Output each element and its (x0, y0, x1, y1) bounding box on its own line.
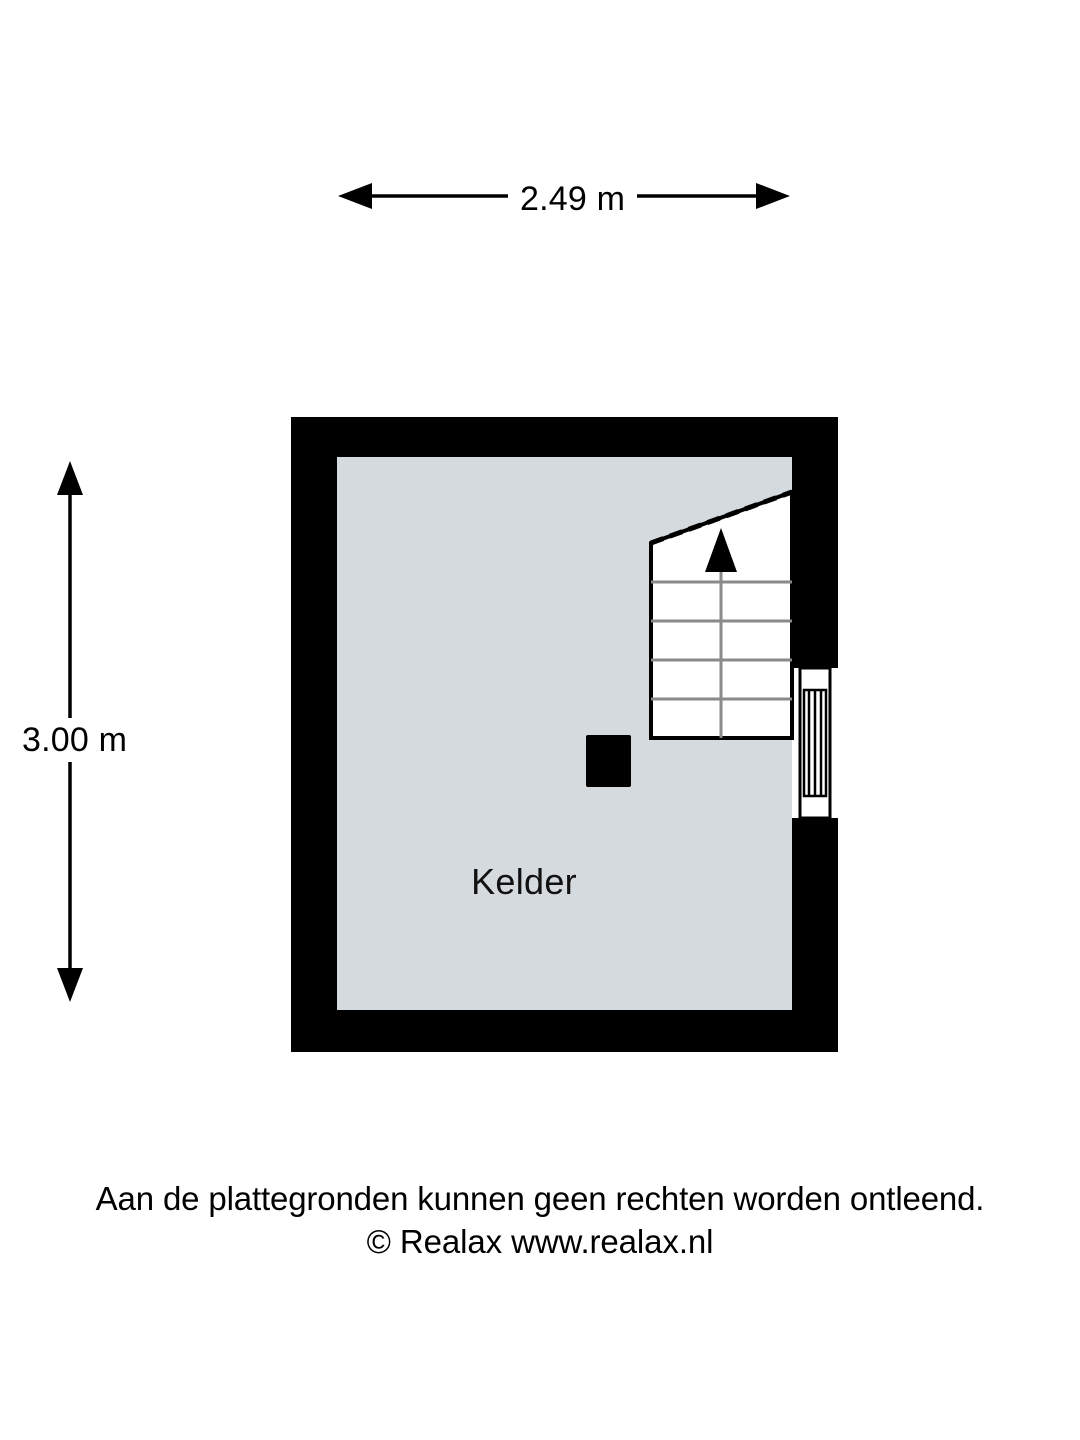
staircase-cut-line (650, 489, 793, 546)
room-label-kelder: Kelder (471, 861, 577, 902)
dimension-label-height: 3.00 m (14, 718, 136, 762)
staircase (649, 489, 794, 740)
footer-disclaimer: Aan de plattegronden kunnen geen rechten… (95, 1180, 985, 1217)
dimension-label-width: 2.49 m (508, 178, 638, 220)
footer: Aan de plattegronden kunnen geen rechten… (0, 1178, 1080, 1264)
column (586, 735, 631, 787)
staircase-up-arrow (705, 528, 737, 572)
footer-copyright: © Realax www.realax.nl (366, 1222, 714, 1260)
window-right-wall (792, 666, 838, 820)
